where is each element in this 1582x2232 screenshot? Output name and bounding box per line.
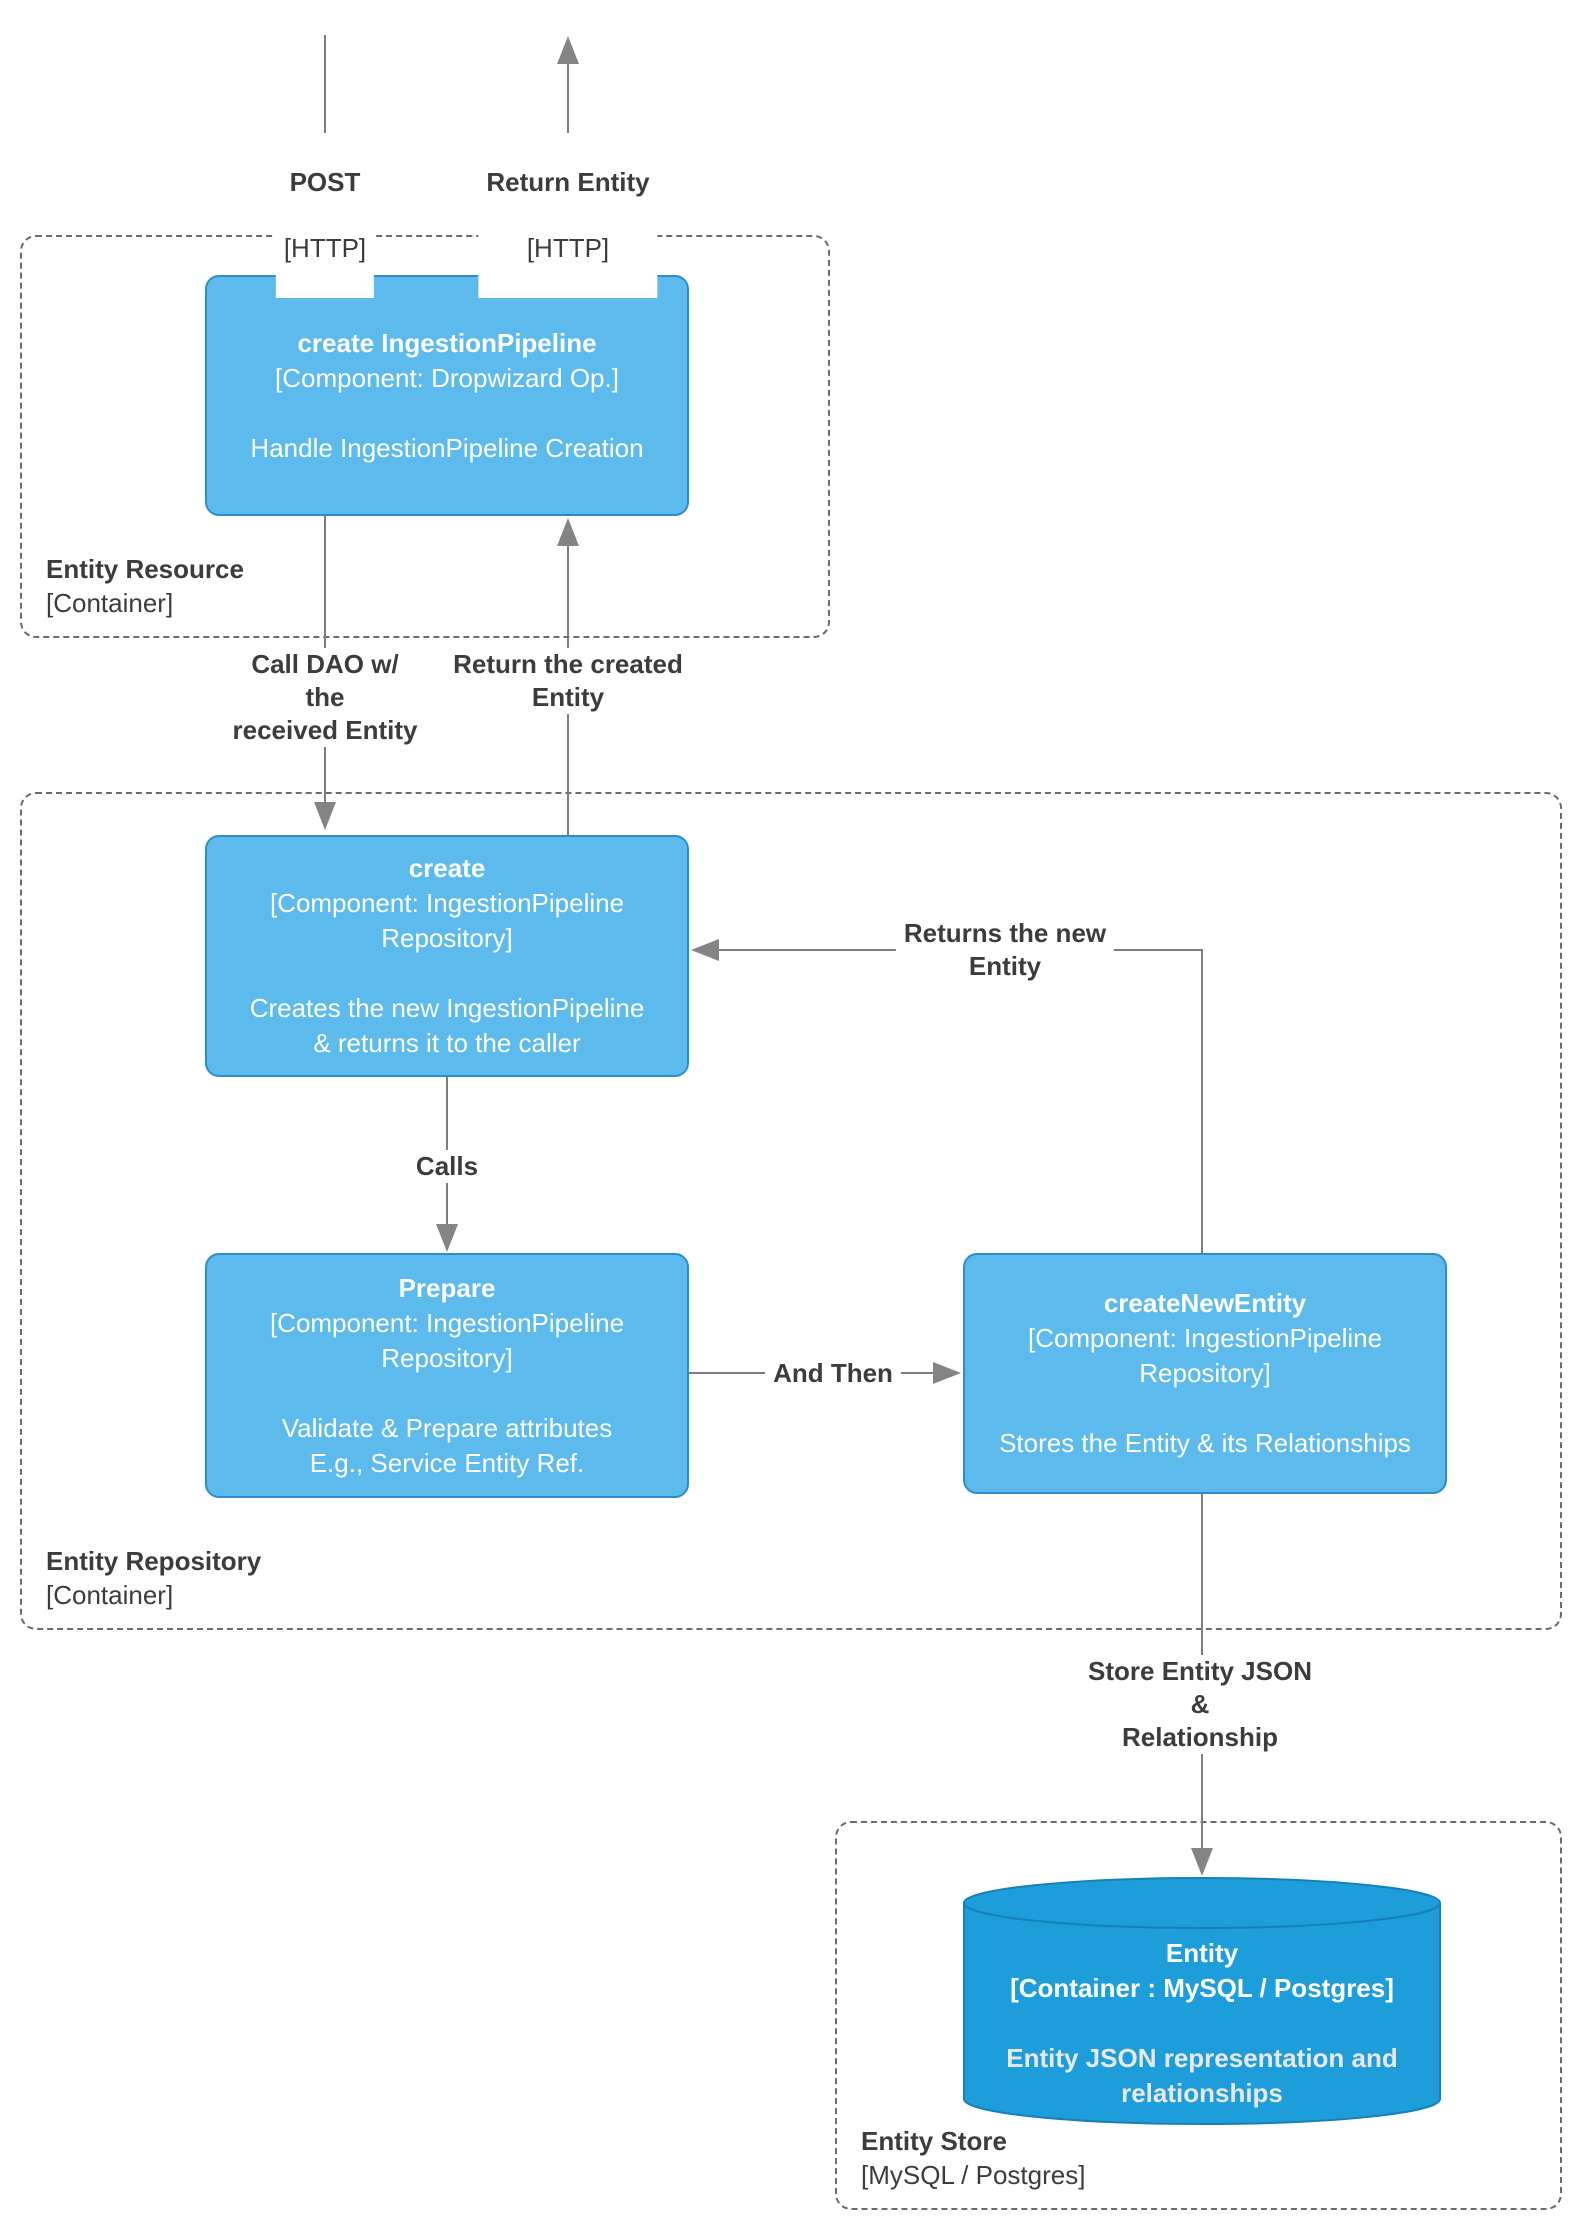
edge-and-then-arrowhead <box>933 1362 961 1384</box>
container-entity-repository-label: Entity Repository [Container] <box>46 1544 261 1612</box>
edge-label-call-dao: Call DAO w/ the received Entity <box>224 648 426 747</box>
edge-return-created-arrowhead <box>557 518 579 546</box>
node-component: [Component: IngestionPipeline Repository… <box>269 888 625 953</box>
container-entity-resource-label: Entity Resource [Container] <box>46 552 244 620</box>
node-create: create [Component: IngestionPipeline Rep… <box>205 835 689 1077</box>
node-component: [Component: IngestionPipeline Repository… <box>269 1307 625 1373</box>
node-title: Prepare <box>398 1272 496 1303</box>
node-component: [Component: IngestionPipeline Repository… <box>1027 1323 1383 1388</box>
edge-returns-new-arrowhead <box>691 939 719 961</box>
node-title: createNewEntity <box>1103 1288 1307 1318</box>
edge-returns-new-line <box>719 949 1203 1253</box>
edge-label-return-created: Return the created Entity <box>445 648 691 714</box>
edge-label-return-entity: Return Entity [HTTP] <box>478 133 658 298</box>
container-entity-repository: Entity Repository [Container] <box>20 792 1562 1630</box>
container-type: [Container] <box>46 588 174 618</box>
edge-calls-arrowhead <box>436 1224 458 1252</box>
container-type: [Container] <box>46 1580 174 1610</box>
database-cylinder-icon <box>963 1877 1441 2125</box>
edge-label-store-json: Store Entity JSON & Relationship <box>1080 1655 1320 1754</box>
node-create-new-entity: createNewEntity [Component: IngestionPip… <box>963 1253 1447 1494</box>
flow-name: Return Entity <box>486 167 650 197</box>
node-title: create <box>408 853 486 883</box>
container-name: Entity Resource <box>46 554 244 584</box>
node-description: Creates the new IngestionPipeline & retu… <box>249 993 645 1058</box>
edge-call-dao-arrowhead <box>314 802 336 830</box>
container-type: [MySQL / Postgres] <box>861 2160 1086 2190</box>
node-component: [Component: Dropwizard Op.] <box>275 362 619 393</box>
edge-label-returns-new: Returns the new Entity <box>895 917 1115 983</box>
node-description: Entity JSON representation and relations… <box>1006 2042 1398 2108</box>
flow-protocol: [HTTP] <box>526 233 610 263</box>
node-description: Stores the Entity & its Relationships <box>999 1428 1411 1458</box>
edge-label-and-then: And Then <box>765 1357 901 1390</box>
container-name: Entity Repository <box>46 1546 262 1576</box>
edge-label-post: POST [HTTP] <box>275 133 375 298</box>
database-text: Entity [Container : MySQL / Postgres] En… <box>962 1876 1442 2126</box>
node-description: Validate & Prepare attributes E.g., Serv… <box>281 1412 613 1478</box>
container-entity-store-label: Entity Store [MySQL / Postgres] <box>861 2124 1085 2192</box>
edge-store-json-arrowhead <box>1191 1848 1213 1876</box>
container-entity-store: Entity Store [MySQL / Postgres] <box>835 1821 1562 2210</box>
node-title: create IngestionPipeline <box>297 327 597 358</box>
node-prepare: Prepare [Component: IngestionPipeline Re… <box>205 1253 689 1498</box>
edge-return-entity-arrowhead <box>557 36 579 64</box>
node-entity-database: Entity [Container : MySQL / Postgres] En… <box>962 1876 1442 2126</box>
node-title: Entity <box>1165 1937 1239 1968</box>
node-description: Handle IngestionPipeline Creation <box>250 432 644 463</box>
container-name: Entity Store <box>861 2126 1007 2156</box>
flow-name: POST <box>289 167 361 197</box>
edge-label-calls: Calls <box>407 1150 487 1183</box>
container-entity-resource: Entity Resource [Container] <box>20 235 830 638</box>
node-component: [Container : MySQL / Postgres] <box>1010 1972 1394 2003</box>
flow-protocol: [HTTP] <box>283 233 367 263</box>
node-create-ingestion-pipeline: create IngestionPipeline [Component: Dro… <box>205 275 689 516</box>
